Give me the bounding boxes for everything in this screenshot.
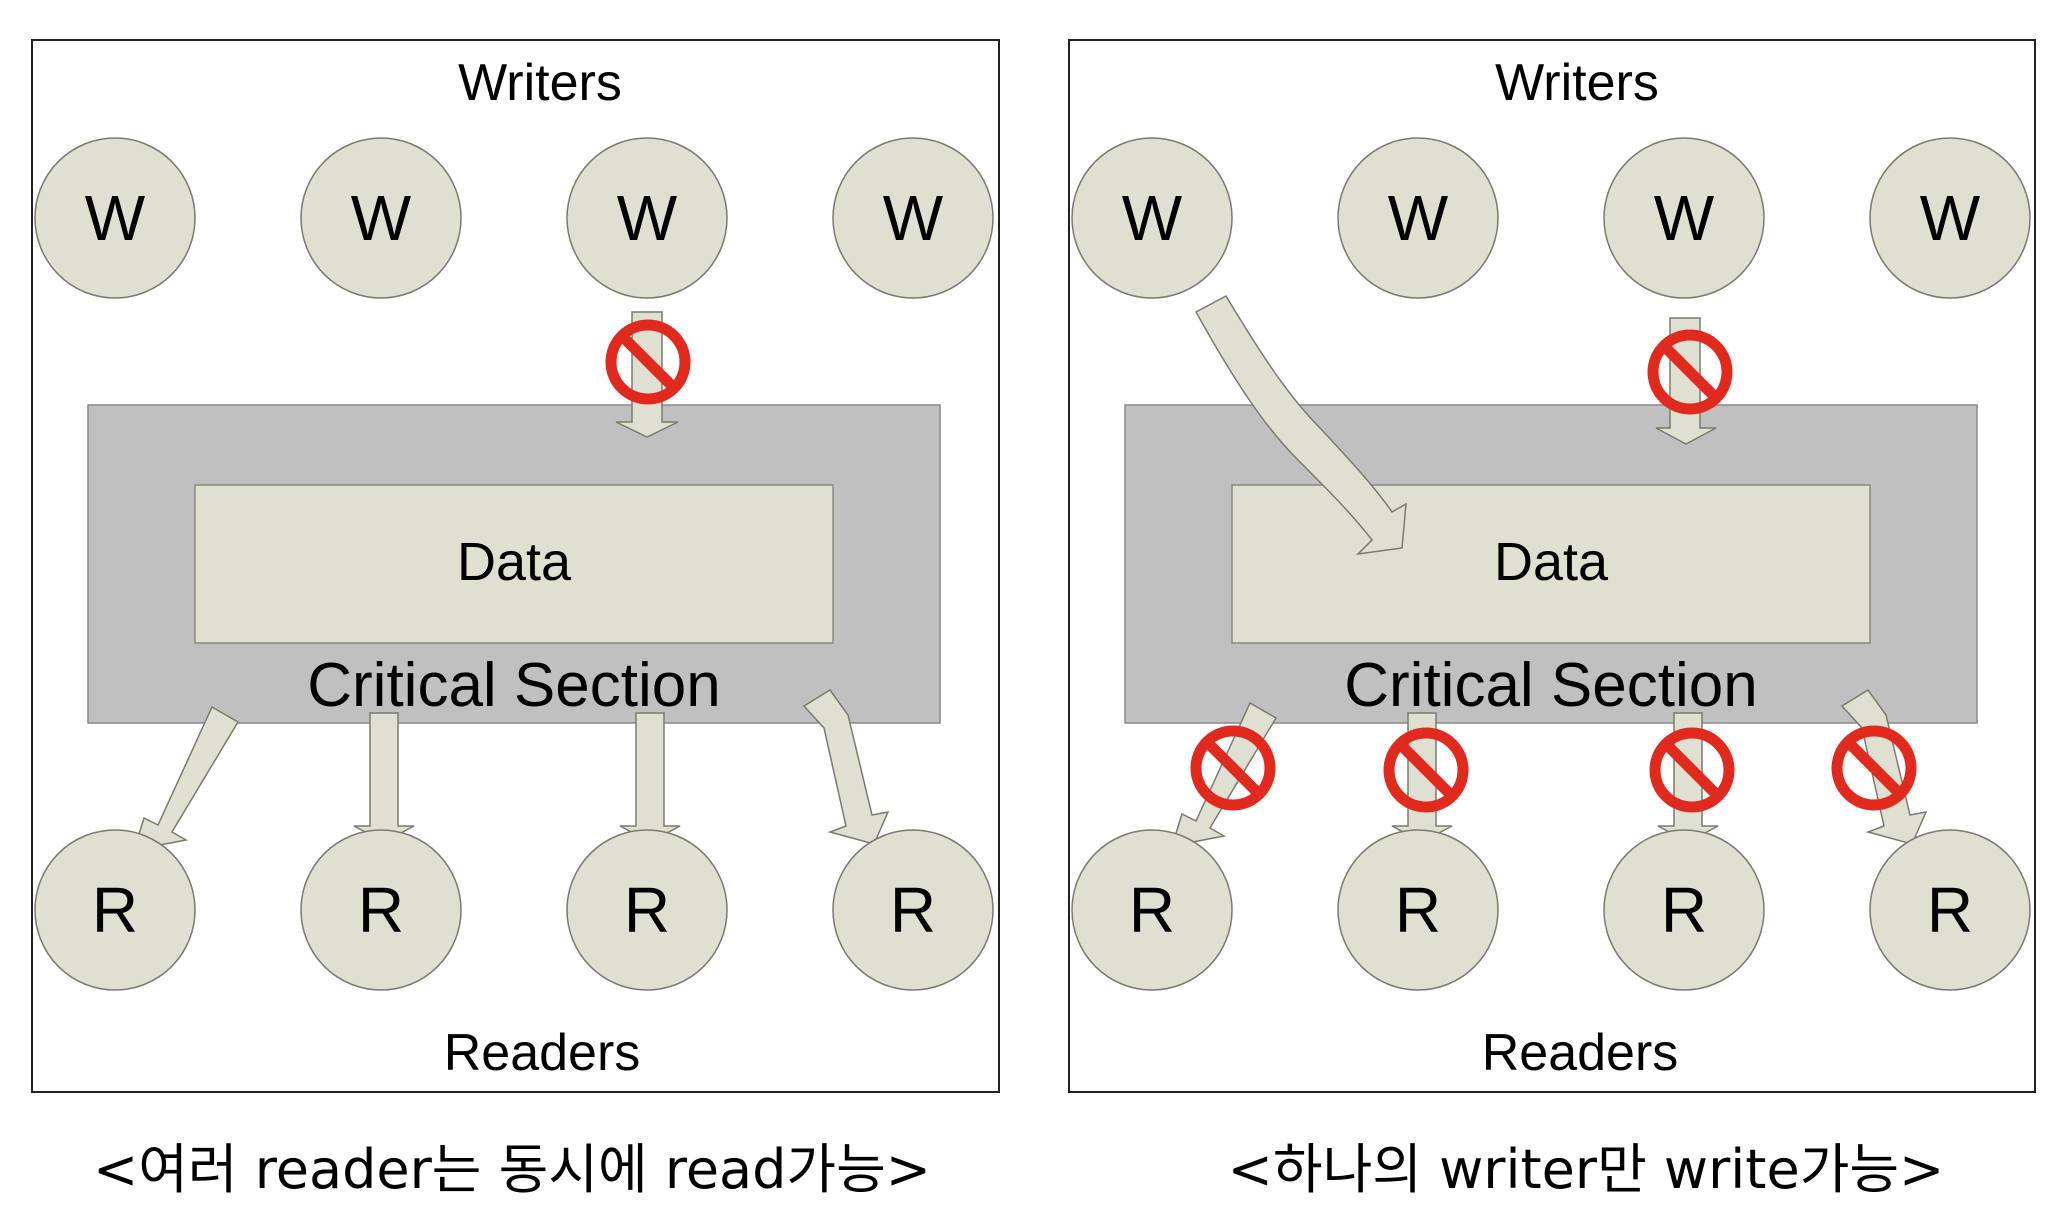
prohibited-icon: [605, 319, 691, 405]
svg-text:R: R: [1661, 874, 1707, 946]
reader-node: R: [1603, 829, 1765, 991]
svg-text:W: W: [883, 182, 944, 254]
readers-label: Readers: [444, 1024, 641, 1082]
reader-node: R: [1337, 829, 1499, 991]
reader-node: R: [832, 829, 994, 991]
svg-text:W: W: [85, 182, 146, 254]
writers-label: Writers: [1495, 54, 1659, 112]
readers-label: Readers: [1482, 1024, 1679, 1082]
svg-text:W: W: [1122, 182, 1183, 254]
prohibited-icon: [1647, 329, 1733, 415]
writer-node: W: [1869, 137, 2031, 299]
caption-right: <하나의 writer만 write가능>: [1228, 1138, 1945, 1201]
data-label: Data: [457, 532, 572, 592]
svg-text:R: R: [624, 874, 670, 946]
writer-node: W: [1603, 137, 1765, 299]
writers-label: Writers: [458, 54, 622, 112]
caption-left: <여러 reader는 동시에 read가능>: [93, 1138, 931, 1201]
writer-node: W: [566, 137, 728, 299]
svg-text:W: W: [617, 182, 678, 254]
reader-node: R: [566, 829, 728, 991]
writer-node: W: [34, 137, 196, 299]
data-box: [1231, 484, 1871, 644]
data-box: [194, 484, 834, 644]
panel-right: Writers W W W W Data Critical Section: [1068, 39, 2036, 1093]
svg-text:W: W: [1654, 182, 1715, 254]
reader-node: R: [34, 829, 196, 991]
svg-text:W: W: [1920, 182, 1981, 254]
svg-text:R: R: [890, 874, 936, 946]
writer-node: W: [1071, 137, 1233, 299]
svg-text:R: R: [1395, 874, 1441, 946]
reader-node: R: [300, 829, 462, 991]
data-label: Data: [1494, 532, 1609, 592]
reader-node: R: [1071, 829, 1233, 991]
writer-node: W: [1337, 137, 1499, 299]
critical-section-label: Critical Section: [1344, 651, 1757, 720]
svg-text:R: R: [358, 874, 404, 946]
svg-text:W: W: [1388, 182, 1449, 254]
svg-text:R: R: [1129, 874, 1175, 946]
writer-arrow-active: [1194, 295, 1407, 556]
svg-text:R: R: [1927, 874, 1973, 946]
critical-section-label: Critical Section: [307, 651, 720, 720]
prohibited-icon: [1190, 725, 1276, 811]
writer-node: W: [300, 137, 462, 299]
svg-text:R: R: [92, 874, 138, 946]
prohibited-icon: [1383, 727, 1469, 813]
reader-arrow: [802, 688, 890, 845]
svg-text:W: W: [351, 182, 412, 254]
reader-node: R: [1869, 829, 2031, 991]
prohibited-icon: [1649, 727, 1735, 813]
prohibited-icon: [1831, 725, 1917, 811]
writer-node: W: [832, 137, 994, 299]
panel-left: Writers W W W W Data Critical Section: [31, 39, 1000, 1093]
